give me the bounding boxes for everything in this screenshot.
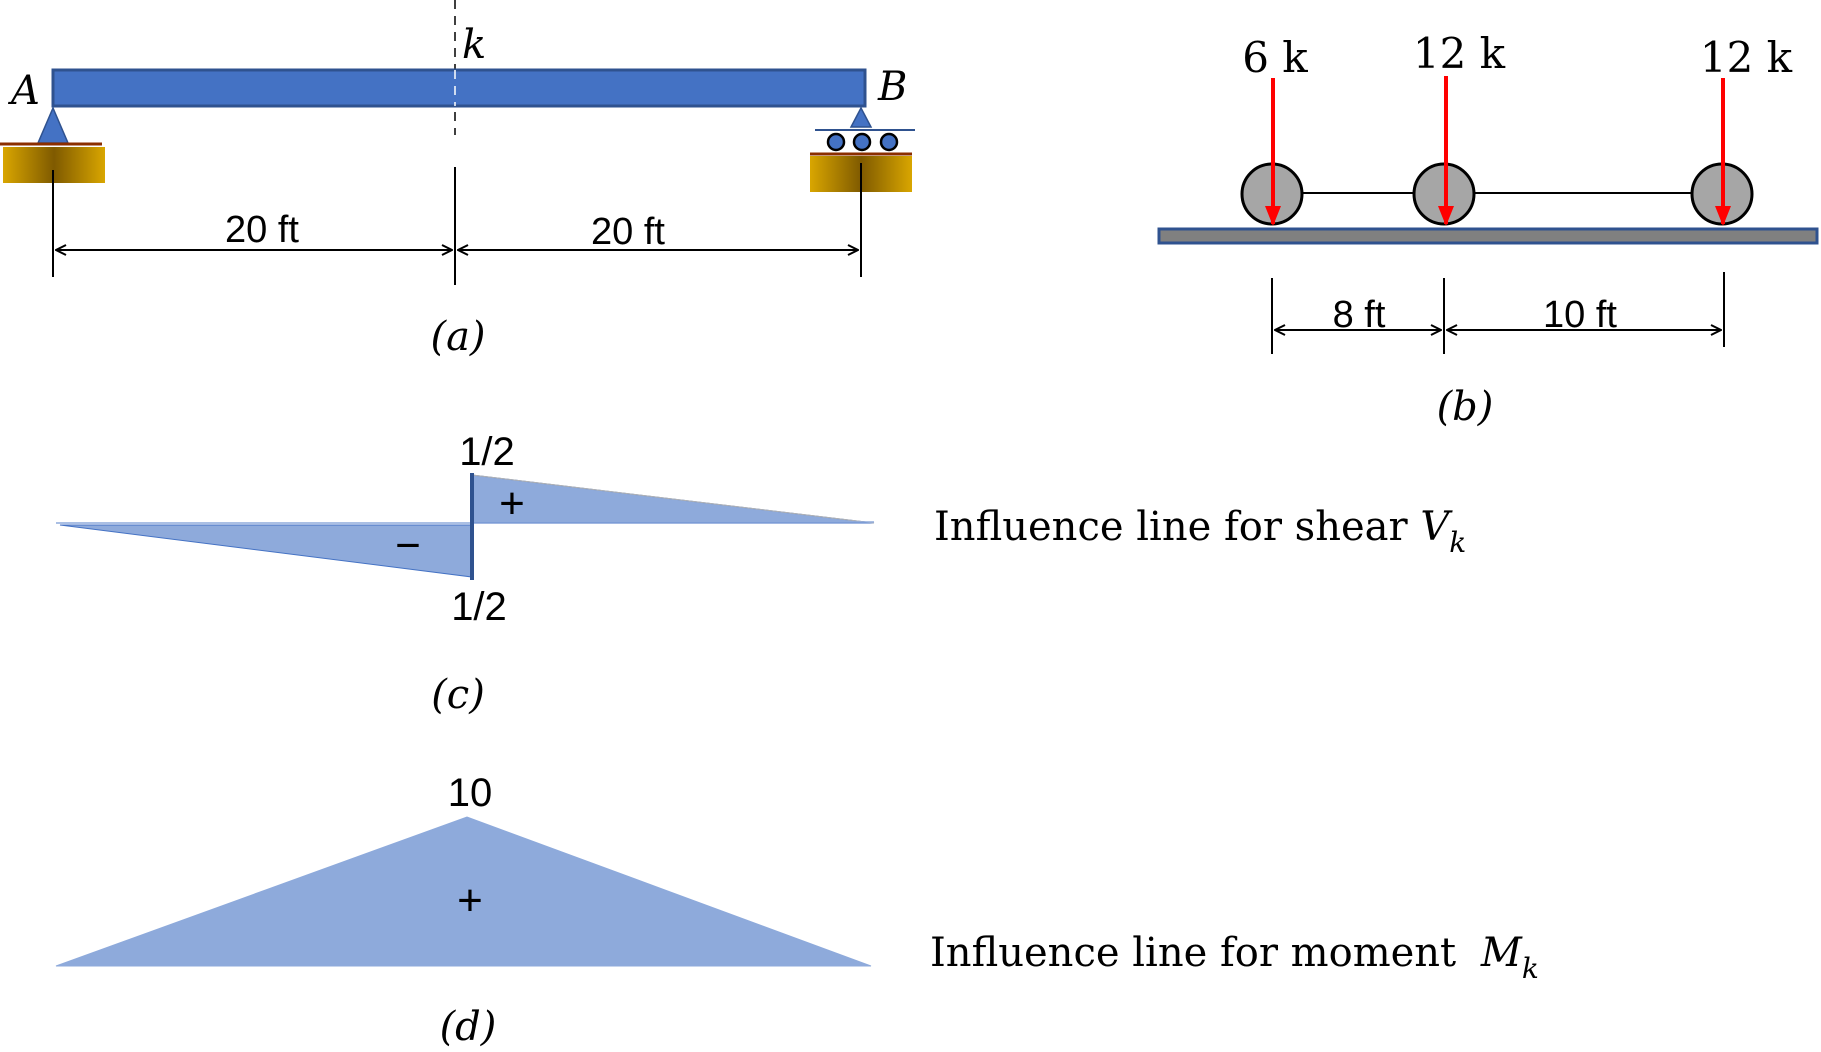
shear-influence-line: 1/2 1/2 + − Influence line for shear Vk … bbox=[56, 430, 1466, 718]
caption-d: (d) bbox=[440, 1004, 497, 1050]
dim-left: 20 ft bbox=[225, 209, 299, 251]
label-a: A bbox=[7, 68, 40, 114]
roller-support-b bbox=[810, 106, 915, 192]
moving-loads-diagram: 6 k 12 k 12 k 8 ft 10 ft (b) bbox=[1157, 29, 1819, 430]
spacing-1: 8 ft bbox=[1333, 294, 1386, 336]
moment-plus-sign: + bbox=[457, 876, 483, 925]
moment-peak-value: 10 bbox=[448, 771, 493, 815]
caption-b: (b) bbox=[1437, 384, 1494, 430]
dim-right: 20 ft bbox=[591, 211, 665, 253]
beam-diagram: A B k 20 ft 20 ft (a) bbox=[0, 0, 915, 360]
rail bbox=[1157, 227, 1819, 245]
load-2-label: 12 k bbox=[1413, 29, 1506, 78]
moment-il-label: Influence line for moment Mk bbox=[930, 930, 1539, 985]
label-k: k bbox=[462, 22, 486, 68]
shear-minus-sign: − bbox=[395, 521, 421, 570]
caption-a: (a) bbox=[430, 314, 485, 360]
label-b: B bbox=[877, 64, 907, 110]
load-3-label: 12 k bbox=[1700, 33, 1793, 82]
shear-plus-sign: + bbox=[499, 479, 525, 528]
caption-c: (c) bbox=[431, 672, 485, 718]
load-spacing-dimensions: 8 ft 10 ft bbox=[1271, 272, 1725, 354]
moment-influence-line: 10 + Influence line for moment Mk (d) bbox=[55, 771, 1539, 1050]
moment-positive-region bbox=[55, 816, 872, 967]
beam-dimensions: 20 ft 20 ft bbox=[52, 163, 862, 285]
spacing-2: 10 ft bbox=[1543, 294, 1617, 336]
shear-il-label: Influence line for shear Vk bbox=[934, 504, 1466, 559]
load-1-label: 6 k bbox=[1242, 33, 1308, 82]
beam bbox=[51, 68, 867, 108]
shear-bottom-value: 1/2 bbox=[451, 585, 507, 629]
shear-top-value: 1/2 bbox=[459, 430, 515, 474]
